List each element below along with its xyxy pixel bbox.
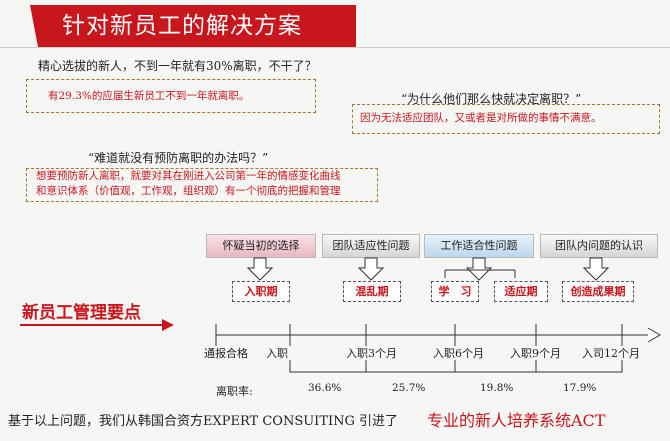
- timeline-label-3: 入职3个月: [346, 347, 397, 360]
- rate-value-4: 17.9%: [563, 382, 597, 394]
- phase-box-2: 团队适应性问题: [322, 234, 420, 258]
- title-banner-edge: [30, 5, 38, 47]
- timeline-label-1: 通报合格: [204, 347, 248, 360]
- stage-box-2: 混乱期: [343, 281, 401, 302]
- stage-box-4: 适应期: [494, 281, 548, 302]
- answer-box-1: [26, 79, 316, 113]
- stage-box-1: 入职期: [232, 281, 290, 302]
- question-3: “难道就没有预防离职的办法吗？”: [88, 151, 269, 165]
- rate-value-3: 19.8%: [480, 382, 514, 394]
- answer-2: 因为无法适应团队，又或者是对所做的事情不满意。: [360, 112, 602, 124]
- rate-value-1: 36.6%: [308, 382, 342, 394]
- timeline-label-4: 入职6个月: [433, 347, 484, 360]
- down-arrow-icon: [246, 257, 274, 281]
- answer-3-line1: 想要预防新人离职，就要对其在刚进入公司第一年的情感变化曲线: [36, 170, 341, 182]
- title-banner: [38, 5, 356, 47]
- phase-box-3: 工作适合性问题: [424, 234, 534, 258]
- down-arrow-icon: [582, 257, 610, 281]
- timeline-label-2: 入职: [266, 347, 288, 360]
- answer-box-2: [352, 104, 660, 134]
- page-title: 针对新员工的解决方案: [62, 13, 302, 39]
- footer-text: 基于以上问题，我们从韩国合资方EXPERT CONSUITING 引进了: [8, 414, 399, 429]
- answer-box-3: [26, 168, 378, 202]
- down-arrow-icon: [465, 257, 493, 281]
- stage-box-3: 学 习: [431, 281, 479, 302]
- question-2: “为什么他们那么快就决定离职？”: [401, 92, 582, 106]
- timeline-label-6: 入司12个月: [582, 347, 640, 360]
- timeline-label-5: 入职9个月: [510, 347, 561, 360]
- section-title: 新员工管理要点: [22, 303, 141, 323]
- answer-3-line2: 和意识体系（价值观，工作观，组织观）有一个彻底的把握和管理: [36, 185, 341, 197]
- rate-value-2: 25.7%: [392, 382, 426, 394]
- down-arrow-icon: [357, 257, 385, 281]
- question-1: 精心选拔的新人，不到一年就有30%离职，不干了？: [38, 59, 317, 73]
- red-arrow-icon: [162, 319, 174, 331]
- header-divider: [0, 47, 670, 48]
- rate-label: 离职率:: [216, 385, 253, 398]
- footer-highlight: 专业的新人培养系统ACT: [427, 411, 606, 430]
- answer-1: 有29.3%的应届生新员工不到一年就离职。: [48, 90, 250, 102]
- phase-box-4: 团队内问题的认识: [540, 234, 658, 258]
- stage-box-5: 创造成果期: [562, 281, 634, 302]
